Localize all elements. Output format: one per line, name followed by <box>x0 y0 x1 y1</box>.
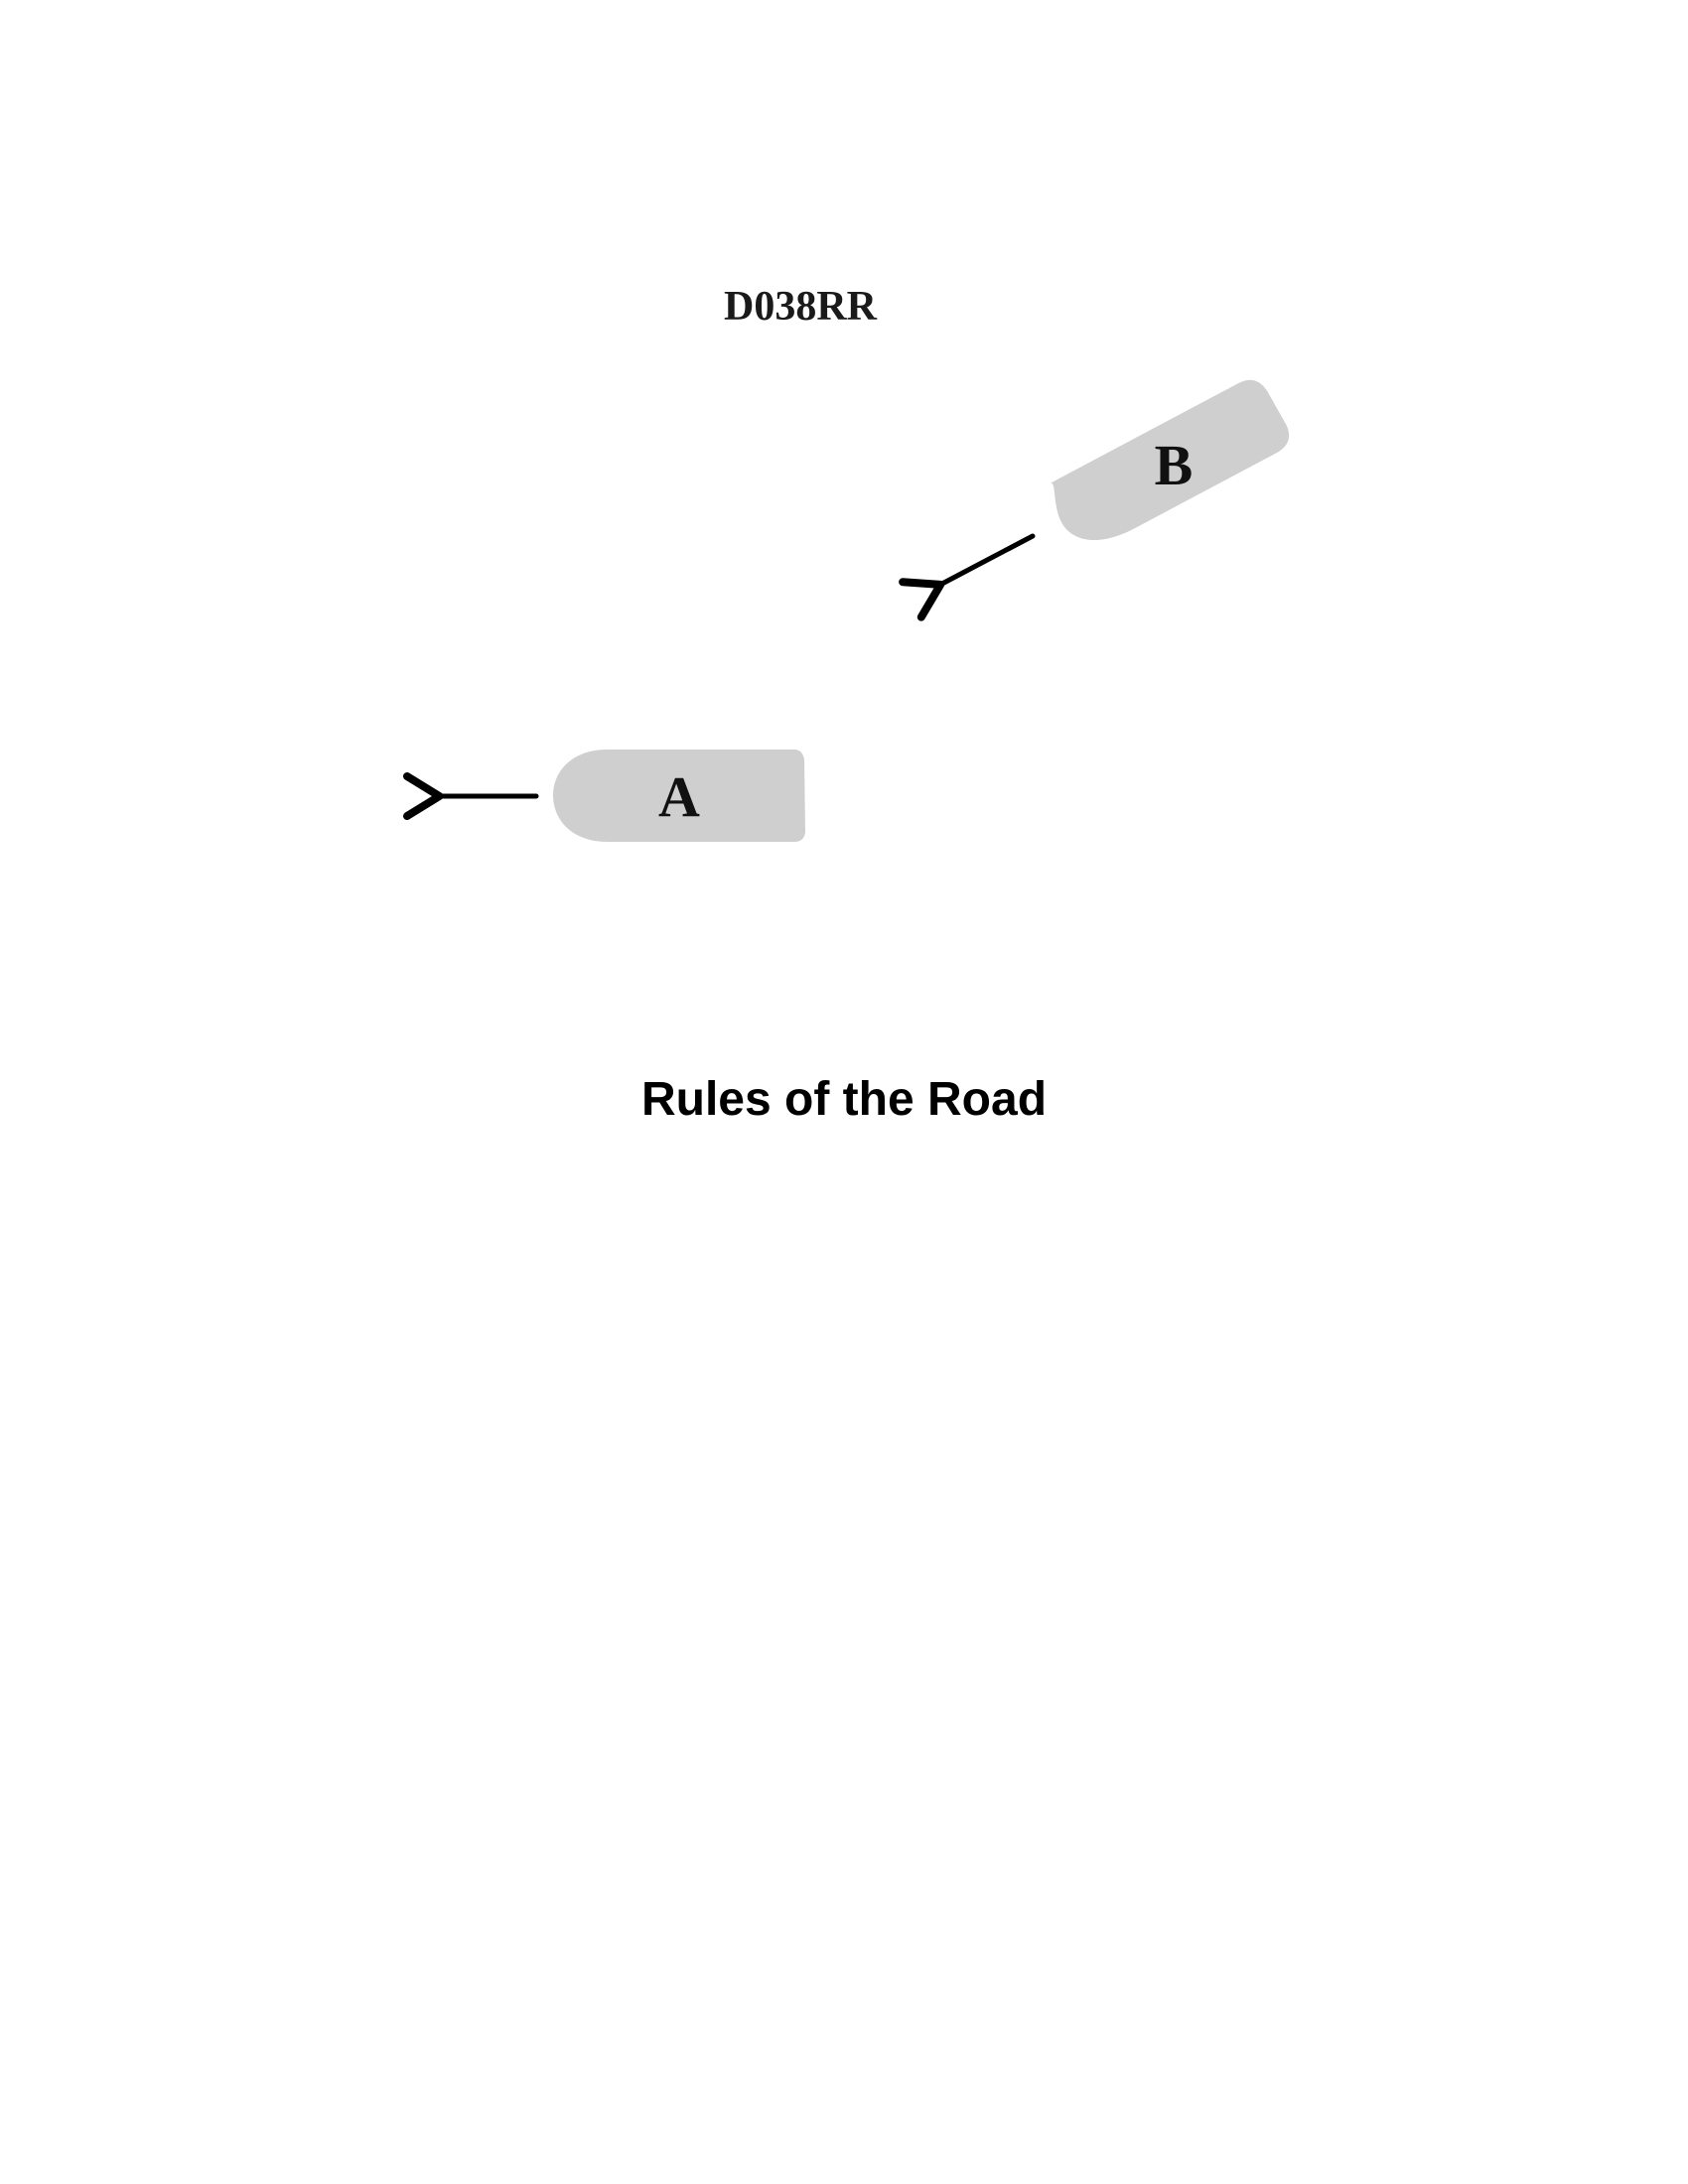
vessel-a-label: A <box>658 764 700 829</box>
vessel-a-hull <box>553 750 805 842</box>
diagram-code-label: D038RR <box>724 284 878 330</box>
page-caption: Rules of the Road <box>640 1073 1048 1126</box>
vessel-b-label: B <box>1155 433 1194 497</box>
vessel-b <box>1050 379 1290 541</box>
vessel-b-hull <box>1050 379 1290 541</box>
vessel-b-heading-arrow <box>899 533 1036 621</box>
